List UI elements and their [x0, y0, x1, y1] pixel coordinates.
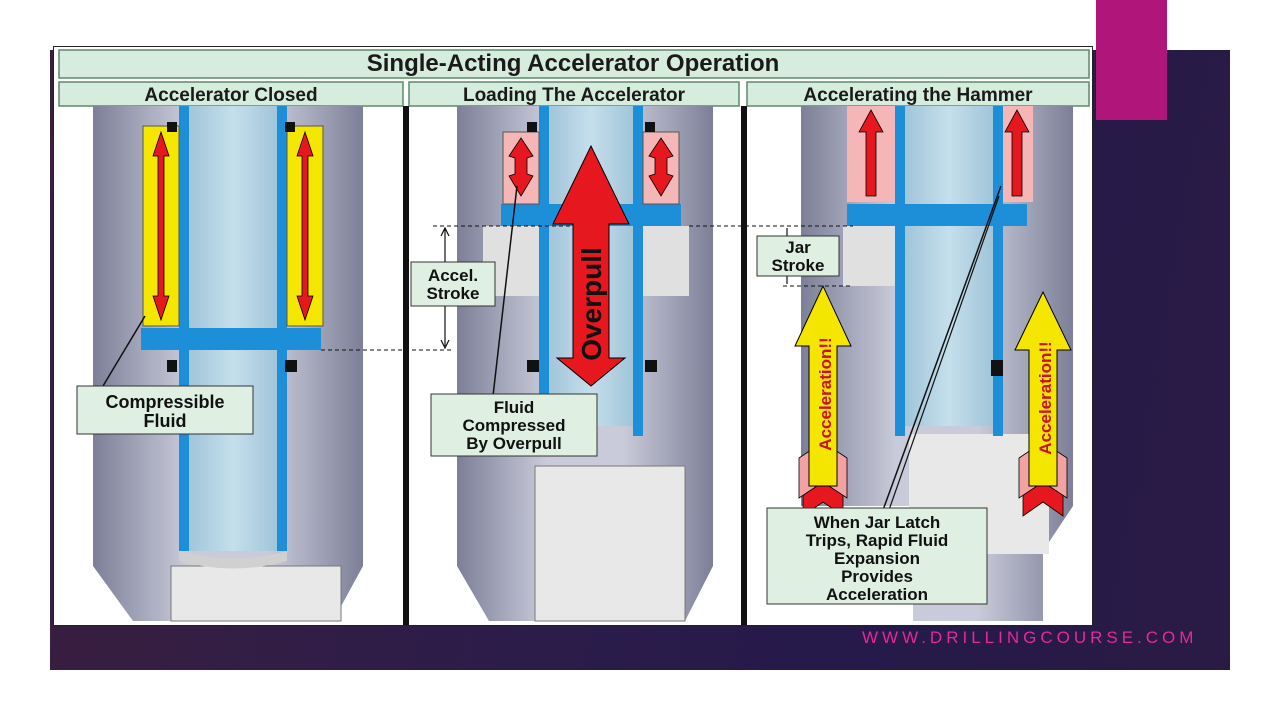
acceleration-arrow-right	[1014, 290, 1072, 487]
label-accel-line1: Accel.	[428, 266, 478, 285]
panel-heading-accelerating: Accelerating the Hammer	[803, 85, 1033, 106]
accent-bar	[1096, 0, 1167, 120]
note-line1: When Jar Latch	[814, 513, 941, 532]
mandrel-wall-right	[633, 106, 643, 436]
lower-sub-loading	[534, 465, 686, 622]
mandrel-wall-left	[895, 106, 905, 436]
panel-header-1	[58, 81, 404, 107]
seal	[167, 122, 177, 132]
label-compressible-line2: Fluid	[144, 411, 187, 431]
panel-heading-loading: Loading The Accelerator	[463, 85, 686, 106]
mandrel-end	[179, 551, 287, 569]
expansion-arrow-right	[1004, 109, 1030, 197]
seal	[645, 122, 655, 132]
compressed-arrow-left	[508, 137, 534, 197]
mandrel-accelerating	[899, 106, 999, 426]
seal	[527, 122, 537, 132]
label-fluid-compressed	[430, 393, 598, 457]
panel-header-2	[408, 81, 740, 107]
panel-loading: Overpull Accel. Stroke Fluid Compressed …	[410, 106, 713, 622]
seal	[991, 360, 1003, 376]
diagram-frame	[53, 46, 1093, 626]
acceleration-label-left: Acceleration!!	[816, 337, 835, 450]
label-accel-line2: Stroke	[427, 284, 480, 303]
piston-accelerating	[847, 204, 1027, 226]
piston-closed	[141, 328, 321, 350]
panel-divider-2	[741, 106, 747, 626]
title-bar	[58, 49, 1090, 79]
label-fluid-line3: By Overpull	[466, 434, 561, 453]
dimension-arrowhead	[440, 226, 450, 237]
overpull-arrow	[552, 144, 630, 387]
note-line5: Acceleration	[826, 585, 928, 604]
seal	[527, 360, 539, 372]
mandrel-wall-right	[993, 106, 1003, 436]
note-line2: Trips, Rapid Fluid	[806, 531, 949, 550]
pointer-line	[492, 185, 518, 397]
lower-sub-closed	[170, 565, 342, 622]
dimension-arrowhead	[440, 339, 450, 350]
panel-accelerating: Acceleration!! Acceleration!! Jar Stroke…	[689, 106, 1073, 621]
seal	[167, 360, 177, 372]
note-line3: Expansion	[834, 549, 920, 568]
label-jar-stroke	[756, 235, 840, 277]
pointer-line	[102, 315, 146, 387]
label-jar-latch-note	[766, 507, 988, 605]
compressed-arrow-right	[648, 137, 674, 197]
panel-closed: Compressible Fluid	[76, 106, 453, 622]
note-line4: Provides	[841, 567, 913, 586]
diagram-title: Single-Acting Accelerator Operation	[367, 50, 780, 77]
seal	[285, 360, 297, 372]
mandrel-wall-left	[539, 106, 549, 436]
panel-heading-closed: Accelerator Closed	[144, 85, 317, 106]
label-fluid-line2: Compressed	[463, 416, 566, 435]
label-jar-line2: Stroke	[772, 256, 825, 275]
label-fluid-line1: Fluid	[494, 398, 535, 417]
label-compressible-fluid	[76, 385, 254, 435]
acceleration-arrow-left	[794, 284, 852, 487]
seal	[285, 122, 295, 132]
acceleration-label-right: Acceleration!!	[1036, 341, 1055, 454]
pointer-line	[888, 195, 1000, 511]
label-accel-stroke	[410, 261, 496, 307]
website-footer: WWW.DRILLINGCOURSE.COM	[862, 628, 1198, 647]
accelerator-diagram: Single-Acting Accelerator Operation Acce…	[53, 46, 1093, 626]
double-arrow-left	[152, 130, 170, 322]
seal	[645, 360, 657, 372]
label-jar-line1: Jar	[785, 238, 811, 257]
label-compressible-line1: Compressible	[105, 392, 224, 412]
pointer-line	[882, 185, 1002, 511]
panel-divider-1	[403, 106, 409, 626]
expansion-arrow-left	[858, 109, 884, 197]
double-arrow-right	[296, 130, 314, 322]
overpull-label: Overpull	[576, 247, 607, 361]
